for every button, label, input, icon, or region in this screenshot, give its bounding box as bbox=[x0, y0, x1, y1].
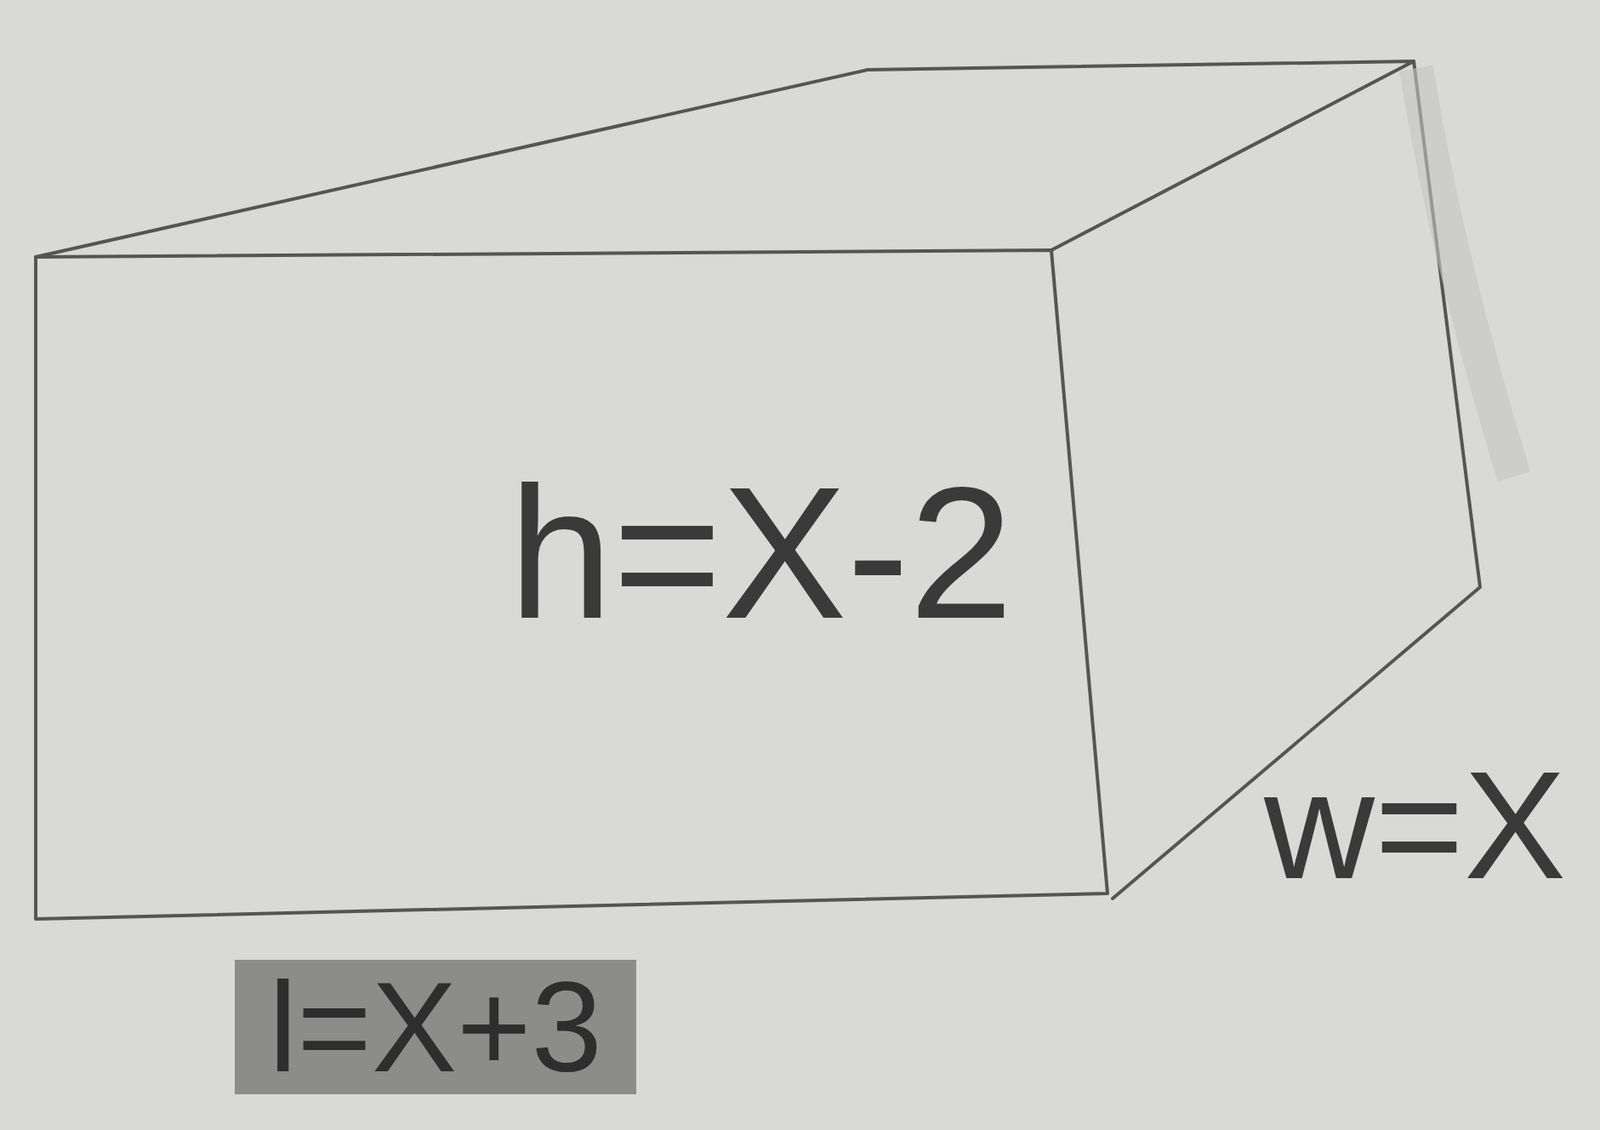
smudge bbox=[1416, 68, 1515, 477]
length-label: l=X+3 bbox=[234, 959, 637, 1094]
width-label: w=X bbox=[1264, 748, 1566, 902]
top-face bbox=[35, 61, 1414, 257]
front-face bbox=[35, 250, 1108, 919]
height-label: h=X-2 bbox=[508, 459, 1014, 647]
